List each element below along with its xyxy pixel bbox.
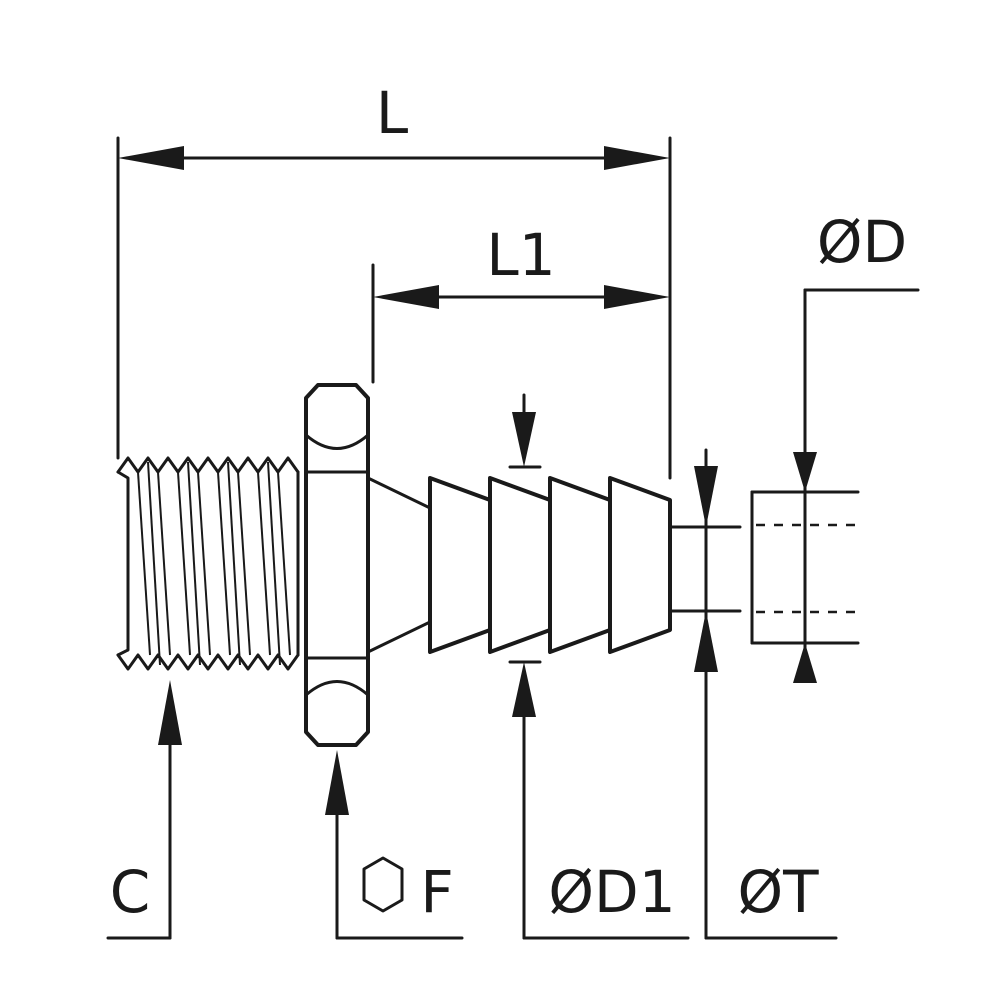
dimension-D [793, 288, 920, 683]
callout-T [694, 448, 838, 940]
barb-ring-4 [608, 476, 672, 654]
barb-ring-1 [428, 476, 492, 654]
D1-arrow-top [512, 412, 536, 467]
callout-F [325, 750, 464, 940]
hex-nut-outline [304, 383, 370, 747]
L-arrow-left [118, 146, 184, 170]
C-arrow [158, 680, 182, 745]
thread-left-end [116, 470, 130, 657]
barb-ring-3 [548, 476, 612, 654]
thread-top-profile [116, 456, 300, 474]
L1-arrow-left [373, 285, 439, 309]
label-C: C [110, 858, 151, 926]
threaded-section [116, 456, 300, 671]
label-F: F [420, 858, 453, 926]
L1-arrow-right [604, 285, 670, 309]
L-arrow-right [604, 146, 670, 170]
thread-helix-lines [137, 461, 291, 666]
F-arrow [325, 750, 349, 815]
hex-nut-top-facet [304, 433, 370, 450]
D-arrow-top [793, 452, 817, 492]
hex-nut [304, 383, 370, 747]
barb-ring-2 [488, 476, 552, 654]
D1-arrow-bottom [512, 662, 536, 717]
label-D1: ØD1 [548, 858, 675, 926]
label-T: ØT [737, 858, 819, 926]
thread-bottom-profile [116, 653, 300, 671]
D-arrow-bottom [793, 643, 817, 683]
label-L: L [376, 79, 408, 147]
hose-barb [366, 476, 742, 654]
hex-nut-bottom-facet [304, 680, 370, 697]
hexagon-icon [362, 856, 404, 913]
dimension-L1 [371, 263, 670, 384]
T-arrow-bottom [694, 611, 718, 672]
barb-shoulder [366, 476, 432, 654]
T-arrow-top [694, 466, 718, 527]
callout-D1 [508, 393, 690, 940]
dimension-L [116, 136, 672, 480]
callout-C [106, 680, 182, 940]
label-L1: L1 [486, 221, 555, 289]
label-D: ØD [817, 208, 907, 276]
